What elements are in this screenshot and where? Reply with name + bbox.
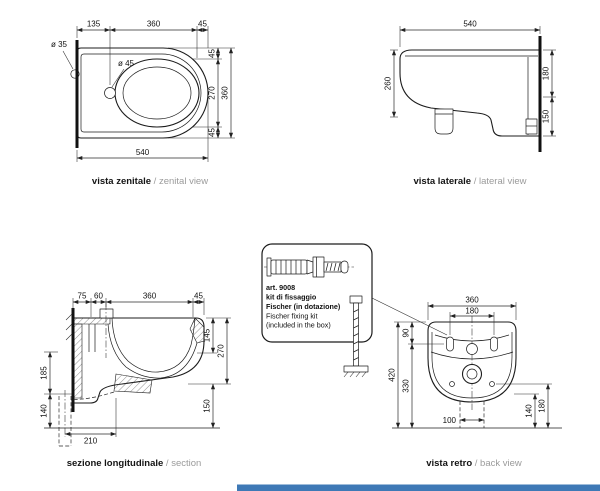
dim-label: 75 xyxy=(78,292,87,301)
kit-name-it: kit di fissaggio xyxy=(266,293,317,302)
hole-diameter-label: ø 45 xyxy=(118,59,135,68)
fixing-slot-left xyxy=(446,336,454,352)
tap-fixture xyxy=(99,308,114,319)
bidet-side-outline xyxy=(399,49,541,137)
lateral-view: 540 260 180 150 vista laterale / lateral… xyxy=(384,20,556,187)
dim-label: 540 xyxy=(136,148,150,157)
dim-label: 45 xyxy=(194,292,203,301)
drain-outlet xyxy=(461,363,483,385)
bowl-inner xyxy=(122,66,192,120)
kit-included-note: (included in the box) xyxy=(266,321,331,330)
dim-label: 270 xyxy=(208,86,217,100)
view-title: vista zenitale / zenital view xyxy=(92,176,208,187)
dim-label: 360 xyxy=(147,20,161,29)
trap-cover xyxy=(434,108,454,135)
dim-label: 45 xyxy=(208,49,217,58)
zenital-dimensions: 135 360 45 ø 35 ø 45 45 270 45 360 540 xyxy=(51,20,235,162)
dim-label: 330 xyxy=(402,379,411,393)
fixing-anchor-drawing xyxy=(264,256,354,278)
dim-label: 90 xyxy=(402,328,411,337)
section-view: 75 60 360 45 185 140 145 270 150 210 sez… xyxy=(40,292,231,469)
dim-label: 100 xyxy=(443,416,457,425)
kit-leader-line xyxy=(371,297,448,336)
dim-label: 140 xyxy=(40,404,49,418)
hole-diameter-label: ø 35 xyxy=(51,40,68,49)
dim-label: 145 xyxy=(203,328,212,342)
fixing-kit-detail: art. 9008 kit di fissaggio Fischer (in d… xyxy=(261,243,448,378)
dim-label: 180 xyxy=(542,66,551,80)
fixing-bracket-drawing xyxy=(343,295,369,378)
section-dimensions: 75 60 360 45 185 140 145 270 150 210 xyxy=(40,292,231,446)
dim-label: 45 xyxy=(198,20,207,29)
dim-label: 180 xyxy=(465,307,479,316)
dim-label: 60 xyxy=(94,292,103,301)
dim-label: 135 xyxy=(87,20,101,29)
dim-label: 360 xyxy=(465,296,479,305)
section-cut-trap xyxy=(113,373,153,394)
dim-label: 150 xyxy=(203,399,212,413)
tap-hole xyxy=(104,87,116,99)
dim-label: 260 xyxy=(384,76,393,90)
dim-label: 210 xyxy=(84,437,98,446)
zenital-view: 135 360 45 ø 35 ø 45 45 270 45 360 540 v… xyxy=(51,20,235,187)
dim-label: 540 xyxy=(463,20,477,29)
kit-art-number: art. 9008 xyxy=(266,283,295,292)
kit-brand: Fischer (in dotazione) xyxy=(266,302,341,311)
lateral-dimensions: 540 260 180 150 xyxy=(384,20,556,137)
back-view: 360 180 90 330 420 140 180 100 vista ret… xyxy=(388,296,562,469)
fixing-slot-right xyxy=(490,336,498,352)
dim-label: 270 xyxy=(217,344,226,358)
fixing-bracket xyxy=(525,118,538,135)
dim-label: 150 xyxy=(542,109,551,123)
footer-accent-bar xyxy=(237,484,600,491)
view-title: vista laterale / lateral view xyxy=(413,176,526,187)
dim-label: 360 xyxy=(221,86,230,100)
section-cut-deck xyxy=(72,317,111,325)
dim-label: 45 xyxy=(208,128,217,137)
section-cut-rim xyxy=(189,317,205,344)
water-inlet xyxy=(466,343,478,355)
dim-label: 140 xyxy=(525,404,534,418)
dim-label: 360 xyxy=(143,292,157,301)
view-title: vista retro / back view xyxy=(426,458,522,469)
dim-label: 180 xyxy=(538,399,547,413)
kit-name-en: Fischer fixing kit xyxy=(266,312,318,321)
drain-pipe-hidden xyxy=(70,391,115,401)
dim-label: 420 xyxy=(388,368,397,382)
view-title: sezione longitudinale / section xyxy=(67,458,202,469)
dim-label: 185 xyxy=(40,366,49,380)
back-dimensions: 360 180 90 330 420 140 180 100 xyxy=(388,296,552,429)
